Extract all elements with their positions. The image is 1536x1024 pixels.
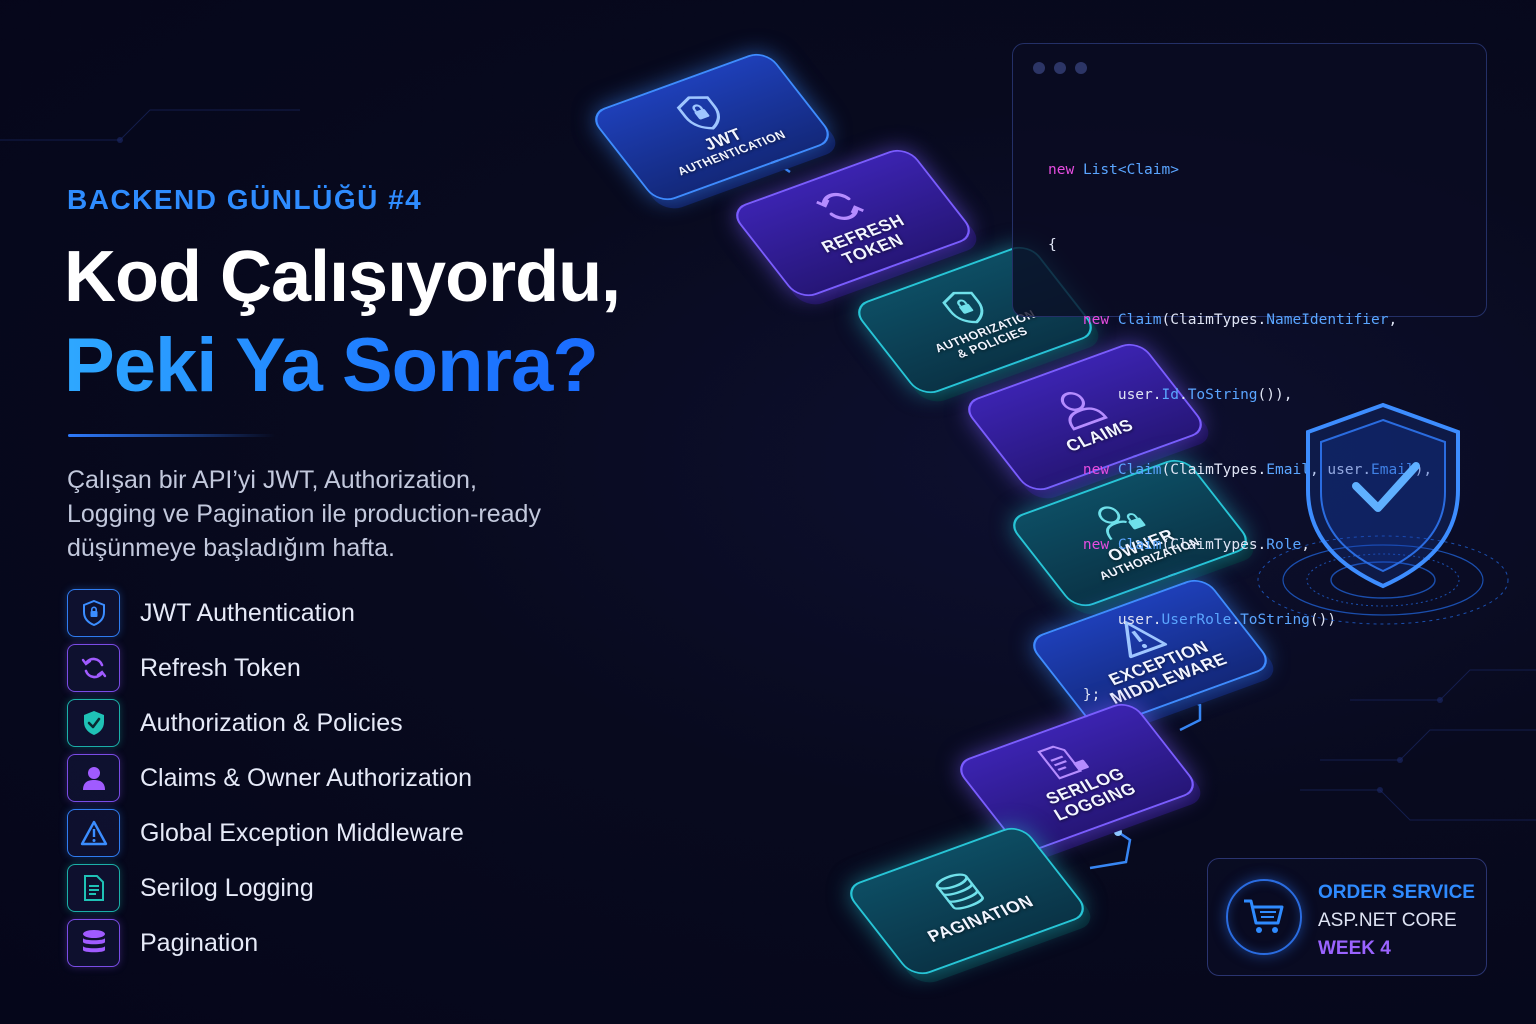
description: Çalışan bir API’yi JWT, Authorization, L… — [67, 463, 627, 565]
feature-label: Global Exception Middleware — [140, 818, 464, 847]
feature-label: Serilog Logging — [140, 873, 314, 902]
feature-item-exception: Global Exception Middleware — [67, 809, 527, 857]
code-line: user.UserRole.ToString()) — [1117, 612, 1337, 628]
window-dot — [1054, 62, 1066, 74]
shield-lock-icon — [942, 292, 984, 324]
refresh-icon — [816, 193, 865, 221]
window-dot — [1075, 62, 1087, 74]
feature-label: Pagination — [140, 928, 259, 957]
tile-pagination: PAGINATION — [842, 822, 1092, 980]
code-line: }; — [1082, 687, 1101, 703]
feature-label: JWT Authentication — [140, 598, 355, 627]
feature-label: Authorization & Policies — [140, 708, 403, 737]
shield-illustration — [1248, 390, 1536, 650]
title-line-2: Peki Ya Sonra? — [64, 323, 599, 408]
shield-check-icon — [67, 699, 120, 747]
shield-lock-icon — [67, 589, 120, 637]
badge-framework: ASP.NET CORE — [1318, 910, 1457, 931]
warning-icon — [1124, 621, 1168, 659]
feature-item-refresh: Refresh Token — [67, 644, 527, 692]
code-snippet: new List<Claim> { new Claim(ClaimTypes.N… — [1048, 108, 1432, 758]
badge-week: WEEK 4 — [1318, 938, 1391, 959]
tile-claims: CLAIMS — [960, 338, 1210, 496]
window-dots — [1033, 62, 1087, 74]
tile-refresh-token: REFRESH TOKEN — [728, 144, 978, 302]
description-line: düşünmeye başladığım hafta. — [67, 534, 395, 562]
feature-item-jwt: JWT Authentication — [67, 589, 527, 637]
feature-item-serilog: Serilog Logging — [67, 864, 527, 912]
shield-lock-icon — [676, 96, 720, 130]
database-icon — [935, 873, 984, 910]
shopping-cart-icon — [1226, 879, 1302, 955]
description-line: Çalışan bir API’yi JWT, Authorization, — [67, 466, 477, 494]
warning-icon — [67, 809, 120, 857]
refresh-icon — [67, 644, 120, 692]
title-line-1: Kod Çalışıyordu, — [64, 237, 621, 317]
code-line: user.Id.ToString()), — [1117, 387, 1293, 403]
code-line: new Claim(ClaimTypes.Email, user.Email), — [1082, 462, 1432, 478]
tile-authorization-policies: AUTHORIZATION & POLICIES — [850, 241, 1100, 399]
code-window: new List<Claim> { new Claim(ClaimTypes.N… — [1012, 43, 1487, 703]
document-icon — [67, 864, 120, 912]
title-divider — [68, 434, 276, 437]
document-lock-icon — [1037, 745, 1090, 780]
feature-label: Claims & Owner Authorization — [140, 763, 473, 792]
shield-check-icon — [1257, 402, 1509, 625]
code-line: new Claim(ClaimTypes.Role, — [1082, 537, 1310, 553]
code-line: { — [1048, 237, 1057, 253]
user-icon — [67, 754, 120, 802]
tile-serilog-logging: SERILOG LOGGING — [952, 698, 1202, 856]
user-lock-icon — [1098, 506, 1146, 540]
tile-exception-middleware: EXCEPTION MIDDLEWARE — [1025, 574, 1275, 732]
project-badge: ORDER SERVICE ASP.NET CORE WEEK 4 — [1207, 858, 1487, 976]
feature-item-authorization: Authorization & Policies — [67, 699, 527, 747]
tile-jwt-authentication: JWT AUTHENTICATION — [587, 48, 837, 206]
feature-label: Refresh Token — [140, 653, 301, 682]
code-line: new Claim(ClaimTypes.NameIdentifier, — [1082, 312, 1398, 328]
series-label: BACKEND GÜNLÜĞÜ #4 — [67, 184, 423, 215]
database-icon — [67, 919, 120, 967]
description-line: Logging ve Pagination ile production-rea… — [67, 500, 541, 528]
badge-service-name: ORDER SERVICE — [1318, 882, 1475, 903]
feature-item-pagination: Pagination — [67, 919, 527, 967]
window-dot — [1033, 62, 1045, 74]
tile-owner-authorization: OWNER AUTHORIZATION — [1005, 454, 1255, 612]
feature-item-claims: Claims & Owner Authorization — [67, 754, 527, 802]
code-line: new List<Claim> — [1048, 162, 1179, 178]
user-icon — [1060, 392, 1108, 431]
